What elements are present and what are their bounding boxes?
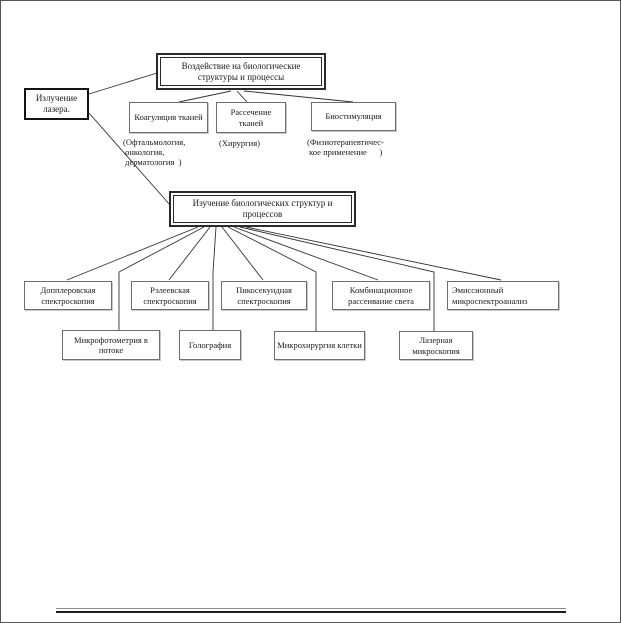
dissection-box: Рассечение тканей [216,102,286,133]
coagulation-box: Коагуляция тканей [129,102,208,133]
coagulation-note: (Офтальмология, онкология, дерматология … [123,137,186,168]
rayleigh-spectroscopy-label: Рэлеевская спектроскопия [143,285,197,306]
picosecond-spectroscopy-label: Пикосекундная спектроскопия [236,285,292,306]
dissection-label: Рассечение тканей [230,107,272,128]
rayleigh-spectroscopy-box: Рэлеевская спектроскопия [131,281,209,310]
laser-box: Излучение лазера. [24,88,89,120]
raman-scattering-label: Комбинационное рассеивание света [348,285,414,306]
cell-microsurgery-label: Микрохирургия клетки [277,340,362,351]
biostimulation-label: Биостимуляция [325,111,382,122]
flow-microphotometry-label: Микрофотометрия в потоке [74,334,148,355]
laser-microscopy-box: Лазерная микроскопия [399,331,473,360]
laser-box-label: Излучение лазера. [35,93,78,114]
doppler-spectroscopy-box: Допплеровская спектроскопия [24,281,112,310]
flow-microphotometry-box: Микрофотометрия в потоке [62,330,160,360]
dissection-note: (Хирургия) [219,138,260,148]
holography-label: Голография [188,339,232,350]
footer-rule-thick [56,611,566,613]
study-box: Изучение биологических структур и процес… [169,191,356,227]
laser-microscopy-label: Лазерная микроскопия [412,335,460,356]
doppler-spectroscopy-label: Допплеровская спектроскопия [40,285,96,306]
impact-box: Воздействие на биологические структуры и… [156,53,326,90]
study-box-label: Изучение биологических структур и процес… [173,195,352,223]
biostimulation-note: (Физиотерапевтичес- кое применение ) [307,137,384,158]
emission-microanalysis-label: Эмиссионный микроспектроанализ [452,285,528,306]
raman-scattering-box: Комбинационное рассеивание света [332,281,430,310]
emission-microanalysis-box: Эмиссионный микроспектроанализ [447,281,559,310]
cell-microsurgery-box: Микрохирургия клетки [274,331,365,360]
holography-box: Голография [179,330,241,360]
coagulation-label: Коагуляция тканей [134,112,203,123]
footer-rule-thin [56,608,566,609]
impact-box-label: Воздействие на биологические структуры и… [160,57,322,86]
picosecond-spectroscopy-box: Пикосекундная спектроскопия [221,281,307,310]
biostimulation-box: Биостимуляция [311,102,396,131]
